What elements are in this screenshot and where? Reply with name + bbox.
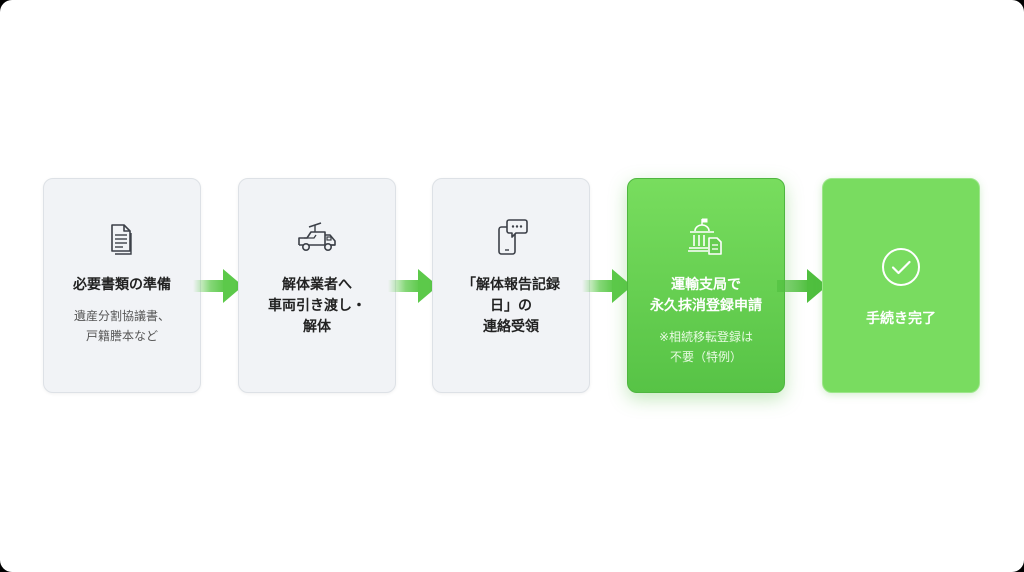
- arrow-right-icon: [777, 269, 827, 303]
- step-title: 必要書類の準備: [73, 277, 171, 293]
- step-title: 手続き完了: [866, 311, 936, 327]
- arrow-right-icon: [388, 269, 438, 303]
- step-subtitle: 遺産分割協議書、 戸籍謄本など: [73, 309, 170, 343]
- step-title: 解体業者へ 車両引き渡し・ 解体: [268, 277, 366, 335]
- step-title: 「解体報告記録 日」の 連絡受領: [462, 277, 560, 335]
- checkmark-circle-icon: [882, 248, 920, 286]
- step-card-vehicle-handover: 解体業者へ 車両引き渡し・ 解体: [238, 178, 396, 393]
- document-icon: [111, 224, 132, 255]
- step-subtitle: ※相続移転登録は 不要（特例）: [658, 330, 754, 364]
- step-card-report-notice: 「解体報告記録 日」の 連絡受領: [432, 178, 590, 393]
- phone-message-icon: [498, 219, 528, 255]
- step-title: 運輸支局で 永久抹消登録申請: [650, 277, 762, 314]
- step-card-document-preparation: 必要書類の準備 遺産分割協議書、 戸籍謄本など: [43, 178, 201, 393]
- step-card-deregistration: 運輸支局で 永久抹消登録申請 ※相続移転登録は 不要（特例）: [627, 178, 785, 393]
- government-building-icon: [688, 218, 722, 255]
- step-card-complete: 手続き完了: [822, 178, 980, 393]
- tow-truck-icon: [298, 222, 336, 251]
- arrow-right-icon: [193, 269, 243, 303]
- arrow-right-icon: [582, 269, 632, 303]
